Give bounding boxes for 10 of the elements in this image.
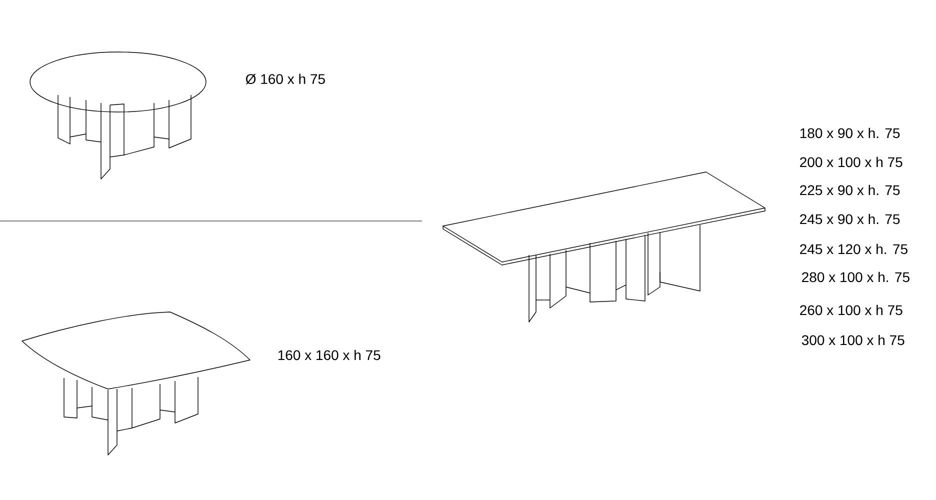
dimension-label: 200 x 100 x h 75 xyxy=(800,156,902,168)
dimension-label: 225 x 90 x h. 75 xyxy=(800,184,900,196)
dimension-label: 180 x 90 x h. 75 xyxy=(800,128,900,138)
dimension-label: Ø 160 x h 75 xyxy=(246,74,325,84)
dimension-label: 245 x 90 x h. 75 xyxy=(800,214,900,224)
dimension-label: 300 x 100 x h 75 xyxy=(802,334,904,346)
dimension-label: 260 x 100 x h 75 xyxy=(800,304,902,316)
dimension-label: 280 x 100 x h. 75 xyxy=(802,272,910,282)
dimension-label: 245 x 120 x h. 75 xyxy=(800,244,908,254)
dimension-label: 160 x 160 x h 75 xyxy=(278,350,380,360)
